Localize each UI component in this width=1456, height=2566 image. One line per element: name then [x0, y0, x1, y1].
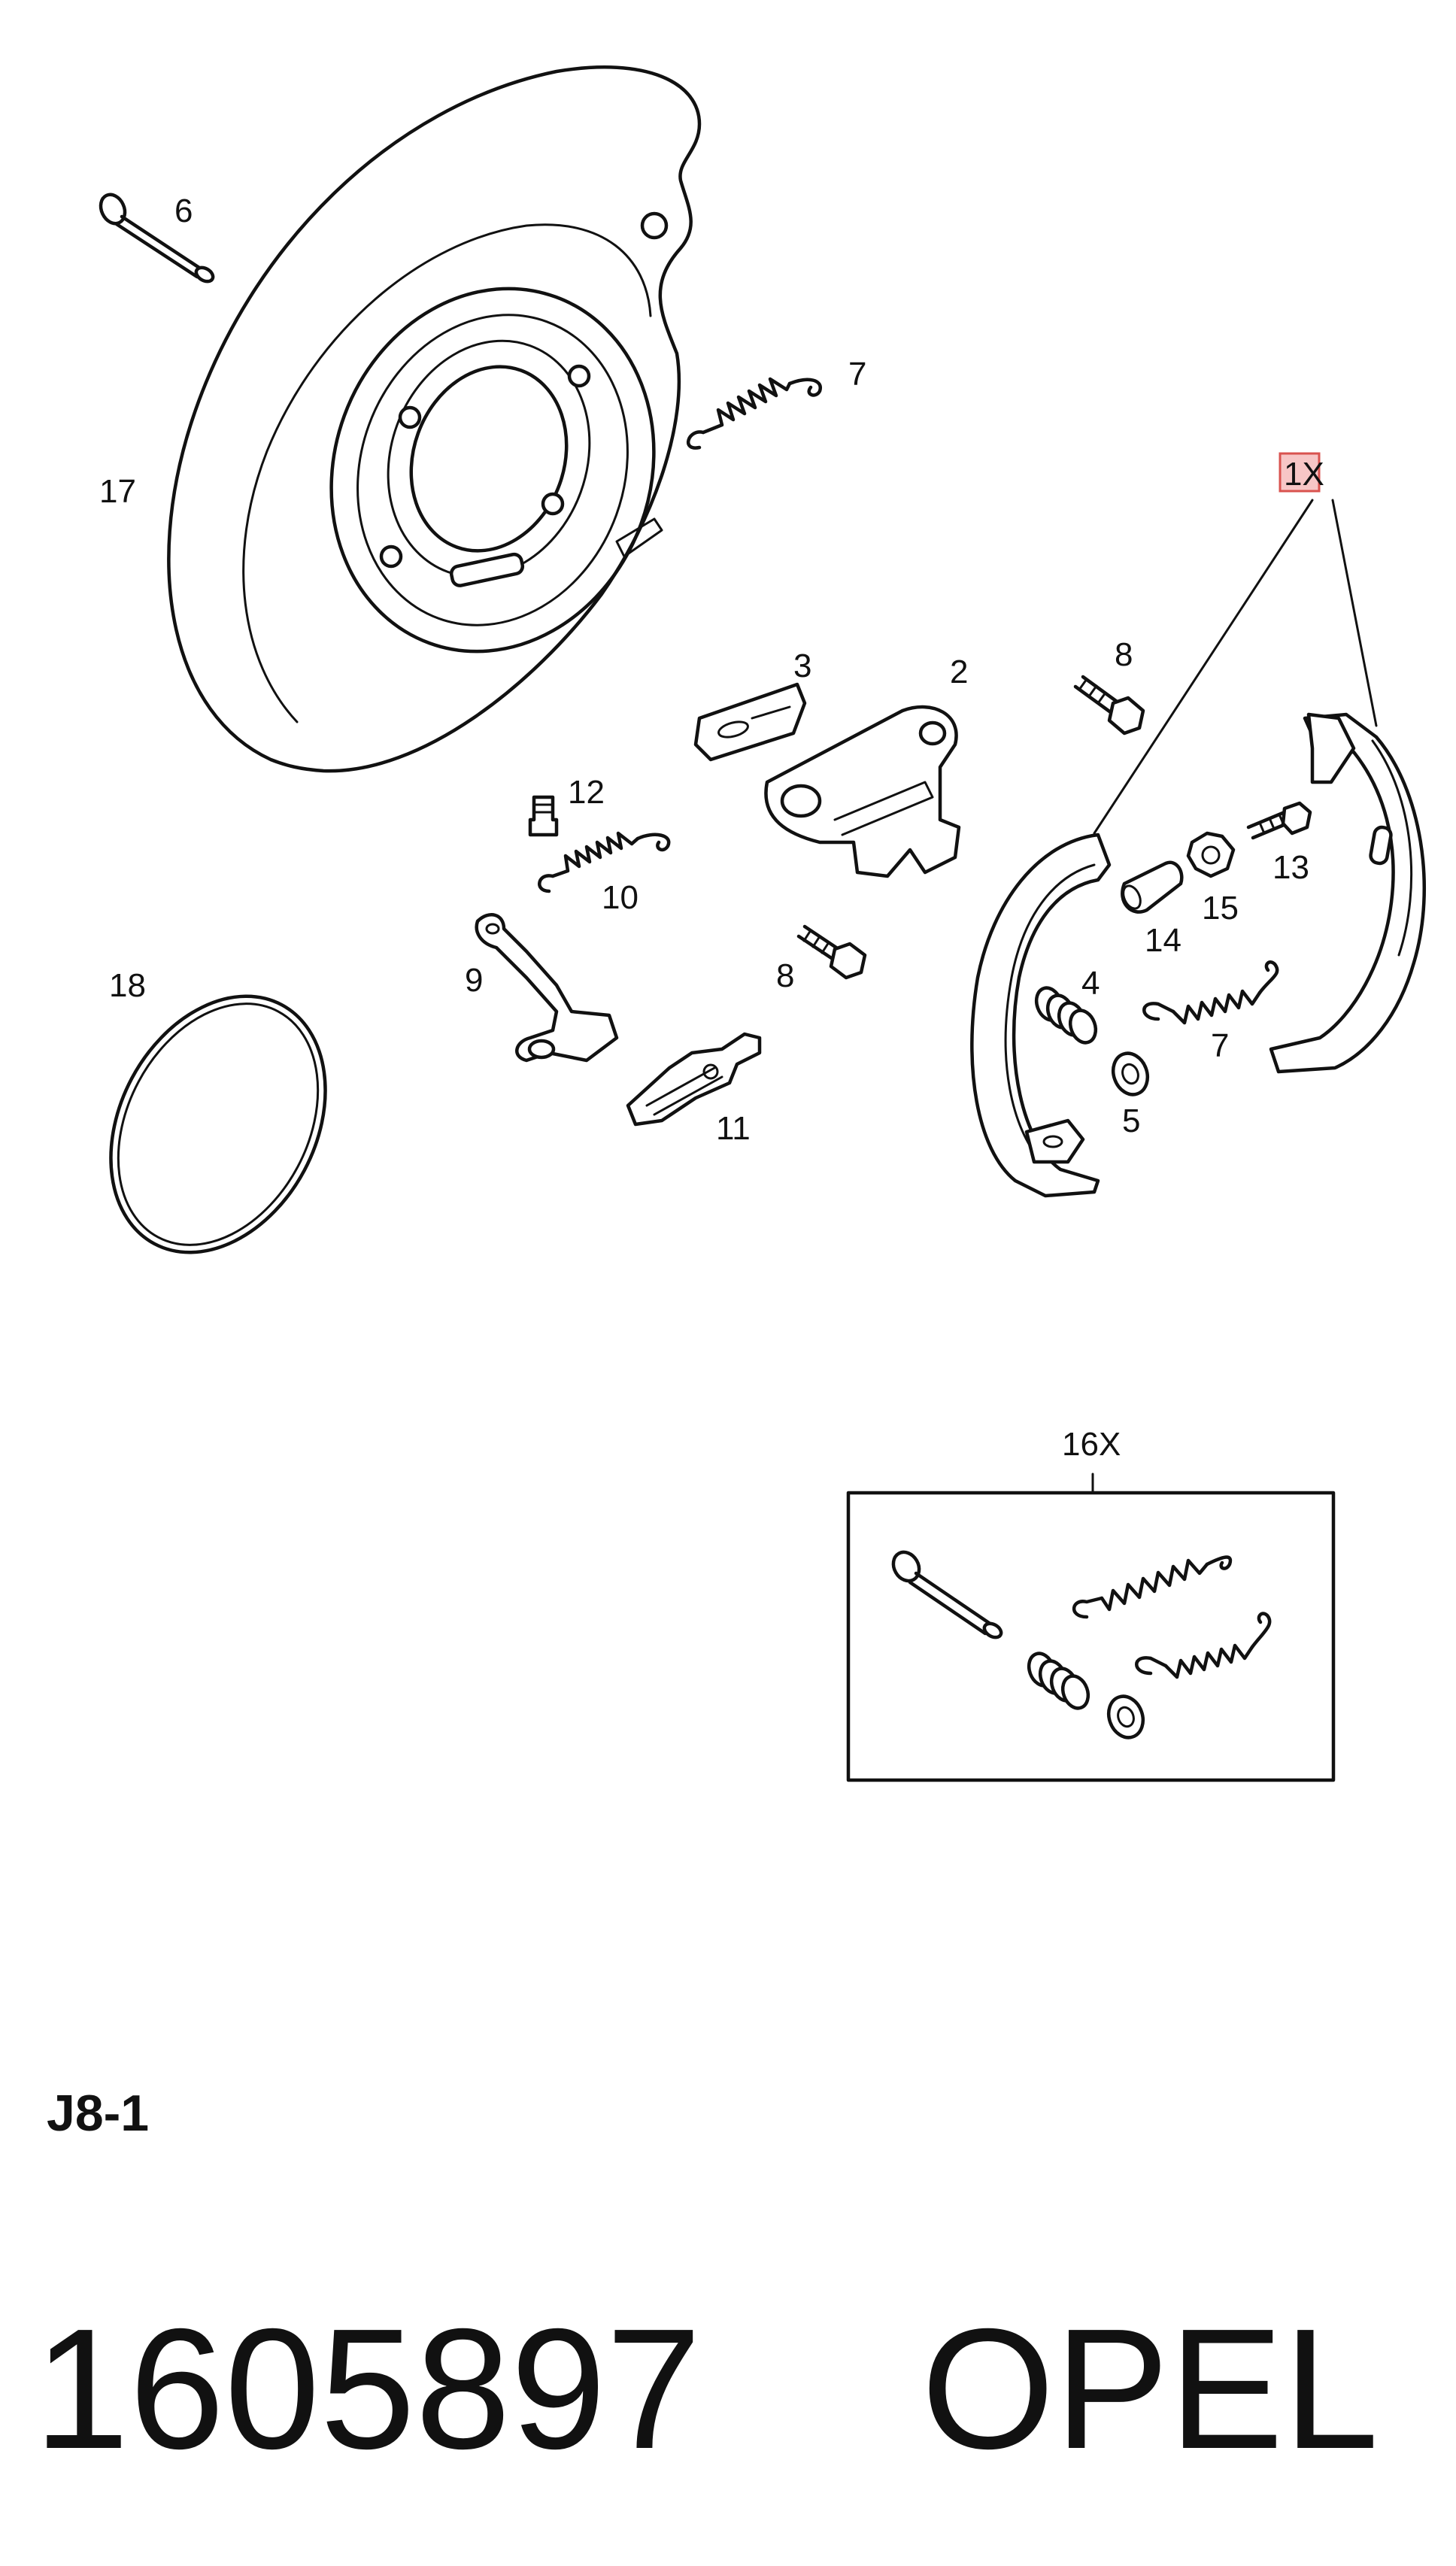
hold-down-pin-6[interactable]	[96, 191, 215, 284]
callout-7-bottom: 7	[1211, 1027, 1229, 1064]
callout-10: 10	[602, 879, 639, 916]
adjuster-sleeve-14[interactable]	[1120, 860, 1184, 914]
brake-shoe-right-1[interactable]	[1269, 712, 1427, 1074]
callout-16: 16X	[1062, 1426, 1121, 1463]
callout-2: 2	[950, 654, 968, 690]
adjuster-strut-11[interactable]	[626, 1032, 762, 1127]
kit-box	[846, 1491, 1336, 1782]
brand-name: OPEL	[921, 2294, 1379, 2485]
bolt-8-bottom[interactable]	[796, 924, 867, 980]
compression-spring-4[interactable]	[1032, 984, 1100, 1046]
hardware-kit-16[interactable]	[846, 1473, 1336, 1782]
callout-4: 4	[1081, 965, 1100, 1002]
seal-ring-18[interactable]	[68, 959, 369, 1290]
callout-3: 3	[793, 648, 811, 684]
callout-9: 9	[465, 962, 483, 999]
spring-cup-5[interactable]	[1108, 1048, 1153, 1099]
callout-11: 11	[716, 1110, 751, 1147]
callout-1-highlight	[1279, 452, 1321, 493]
sheet-code: J8-1	[47, 2085, 149, 2142]
leader-line-1-right	[1331, 499, 1378, 727]
bolt-8-top[interactable]	[1073, 675, 1145, 736]
return-spring-7-bottom[interactable]	[1142, 960, 1279, 1025]
callout-1: 1X	[1284, 456, 1324, 493]
callout-18: 18	[109, 967, 146, 1004]
part-number: 1605897	[34, 2294, 702, 2485]
callout-6: 6	[174, 193, 193, 229]
lever-bracket-2[interactable]	[764, 705, 961, 878]
callout-7-top: 7	[848, 356, 866, 393]
callout-5: 5	[1122, 1103, 1140, 1139]
bolt-13[interactable]	[1246, 801, 1312, 840]
spring-10[interactable]	[538, 831, 671, 893]
callout-15: 15	[1202, 890, 1239, 927]
brake-shoe-left-1[interactable]	[970, 833, 1112, 1198]
callout-8-top: 8	[1115, 636, 1133, 673]
callout-14: 14	[1145, 922, 1181, 959]
adjuster-nipple-12[interactable]	[528, 795, 559, 837]
adjuster-plate-3[interactable]	[693, 682, 807, 762]
parking-lever-9[interactable]	[475, 913, 619, 1063]
callout-17: 17	[99, 473, 136, 510]
star-nut-15[interactable]	[1186, 831, 1236, 878]
return-spring-7-top[interactable]	[686, 377, 822, 450]
callout-12: 12	[568, 774, 605, 811]
callout-13: 13	[1272, 849, 1309, 886]
backing-plate-17[interactable]	[167, 65, 704, 773]
leader-line-1-left	[1093, 499, 1314, 835]
callout-8-bottom: 8	[776, 957, 794, 994]
